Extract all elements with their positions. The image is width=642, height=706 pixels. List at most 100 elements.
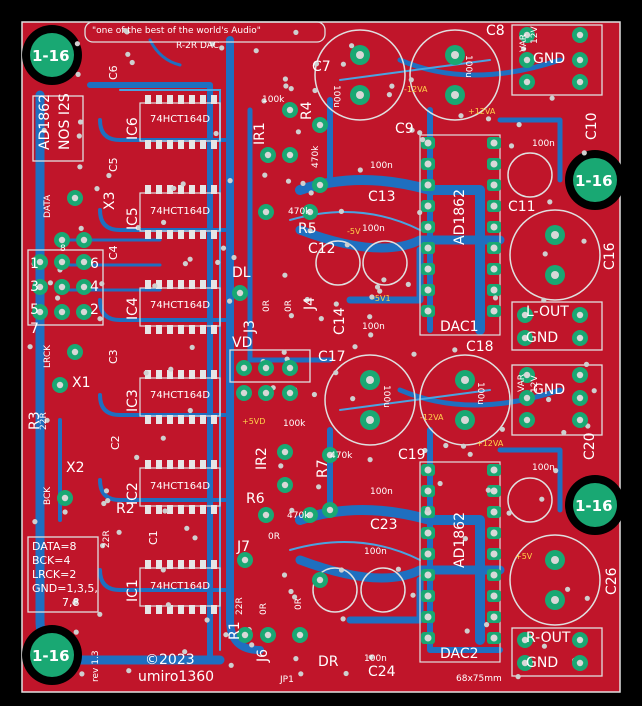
- smd-pad: [156, 95, 162, 104]
- dip-pad-hole: [424, 466, 432, 474]
- pinout-line-1: DATA=8: [32, 540, 77, 553]
- cap-c9-label: C9: [395, 121, 414, 137]
- pad-x3-label: X3: [102, 191, 118, 211]
- smd-pad: [145, 280, 151, 289]
- smd-pad: [178, 95, 184, 104]
- tht-pad-hole: [286, 389, 294, 397]
- res-r6-label: R6: [246, 491, 265, 507]
- ic6-part: 74HCT164D: [150, 114, 211, 125]
- dip-pad-hole: [424, 286, 432, 294]
- tht-pad-hole: [56, 381, 64, 389]
- tht-pad-hole: [264, 631, 272, 639]
- dip-pad-hole: [490, 487, 498, 495]
- jumper-0r-a: 0R: [262, 300, 272, 312]
- smd-pad: [189, 140, 195, 149]
- smd-pad: [189, 415, 195, 424]
- ic4-part: 74HCT164D: [150, 300, 211, 311]
- rail-m5: -5V: [347, 227, 361, 236]
- r-out-label: R-OUT: [526, 630, 571, 646]
- smd-pad: [200, 415, 206, 424]
- via: [333, 301, 339, 307]
- smd-pad: [156, 185, 162, 194]
- via: [338, 567, 345, 573]
- header-pin-7: 7: [30, 321, 39, 337]
- trim-ir1-label: IR1: [252, 122, 268, 145]
- pinout-line-2: BCK=4: [32, 554, 71, 567]
- smd-pad: [178, 325, 184, 334]
- cap-c8-label: C8: [486, 23, 505, 39]
- via: [338, 208, 344, 214]
- via: [288, 86, 294, 92]
- via: [75, 71, 81, 77]
- via: [583, 361, 590, 367]
- smd-pad: [156, 325, 162, 334]
- via: [106, 172, 112, 179]
- via: [74, 41, 80, 47]
- tht-pad-hole: [240, 364, 248, 372]
- res-r6-value: 470k: [287, 511, 310, 521]
- dac1-chip-label: AD1862: [452, 189, 468, 245]
- via: [278, 463, 284, 469]
- tht-pad-hole: [71, 348, 79, 356]
- tht-pad-hole: [264, 151, 272, 159]
- cap-c20-label: C20: [582, 432, 598, 460]
- cap-c17-label: C17: [318, 349, 346, 365]
- via: [97, 611, 103, 617]
- tht-pad-hole: [58, 258, 66, 266]
- smd-pad: [189, 230, 195, 239]
- cap-c18-value: 100u: [475, 382, 485, 405]
- tht-pad-hole: [521, 334, 529, 342]
- dip-pad-hole: [424, 160, 432, 168]
- smd-pad: [145, 505, 151, 514]
- via: [293, 29, 299, 35]
- via: [312, 87, 318, 94]
- tht-pad-hole: [306, 511, 314, 519]
- dip-pad-hole: [424, 181, 432, 189]
- via: [182, 649, 188, 655]
- tht-pad-hole: [576, 659, 584, 667]
- dip-pad-hole: [424, 634, 432, 642]
- via: [283, 83, 289, 89]
- via: [215, 259, 221, 265]
- via: [417, 130, 423, 136]
- cap-c23-label: C23: [370, 517, 398, 533]
- smd-pad: [189, 560, 195, 569]
- header-pin-6: 6: [90, 256, 99, 272]
- tht-pad-hole: [521, 659, 529, 667]
- smd-pad: [211, 280, 217, 289]
- via: [541, 643, 548, 649]
- via: [485, 116, 492, 122]
- smd-pad: [189, 460, 195, 469]
- electrolytic-pads: [350, 45, 565, 610]
- tht-pad-hole: [521, 311, 529, 319]
- via: [32, 519, 38, 525]
- tht-pad-hole: [326, 451, 334, 459]
- via: [417, 209, 423, 216]
- dip-pad-hole: [490, 613, 498, 621]
- dip-pad-hole: [424, 592, 432, 600]
- via: [539, 496, 545, 502]
- jp1-label: JP1: [280, 675, 294, 685]
- dip-pad-hole: [424, 202, 432, 210]
- via: [367, 314, 373, 320]
- tht-pad-hole: [576, 311, 584, 319]
- mount-hole-r1-label: 1-16: [575, 172, 613, 190]
- via: [55, 295, 61, 301]
- tht-pad-hole: [262, 208, 270, 216]
- via: [282, 76, 288, 82]
- via: [368, 332, 374, 338]
- res-r4-value: 470k: [311, 145, 321, 168]
- res-r5-label: R5: [298, 221, 317, 237]
- via: [591, 388, 597, 394]
- via: [460, 443, 467, 449]
- via: [409, 127, 415, 133]
- smd-pad: [211, 460, 217, 469]
- tht-pad-hole: [286, 364, 294, 372]
- cap-c26-label: C26: [604, 567, 620, 595]
- via: [160, 567, 166, 573]
- via: [125, 51, 131, 57]
- via: [281, 572, 288, 578]
- cap-c12-label: C12: [308, 241, 336, 257]
- rail-m12-1: -12VA: [404, 85, 428, 94]
- via: [168, 366, 174, 372]
